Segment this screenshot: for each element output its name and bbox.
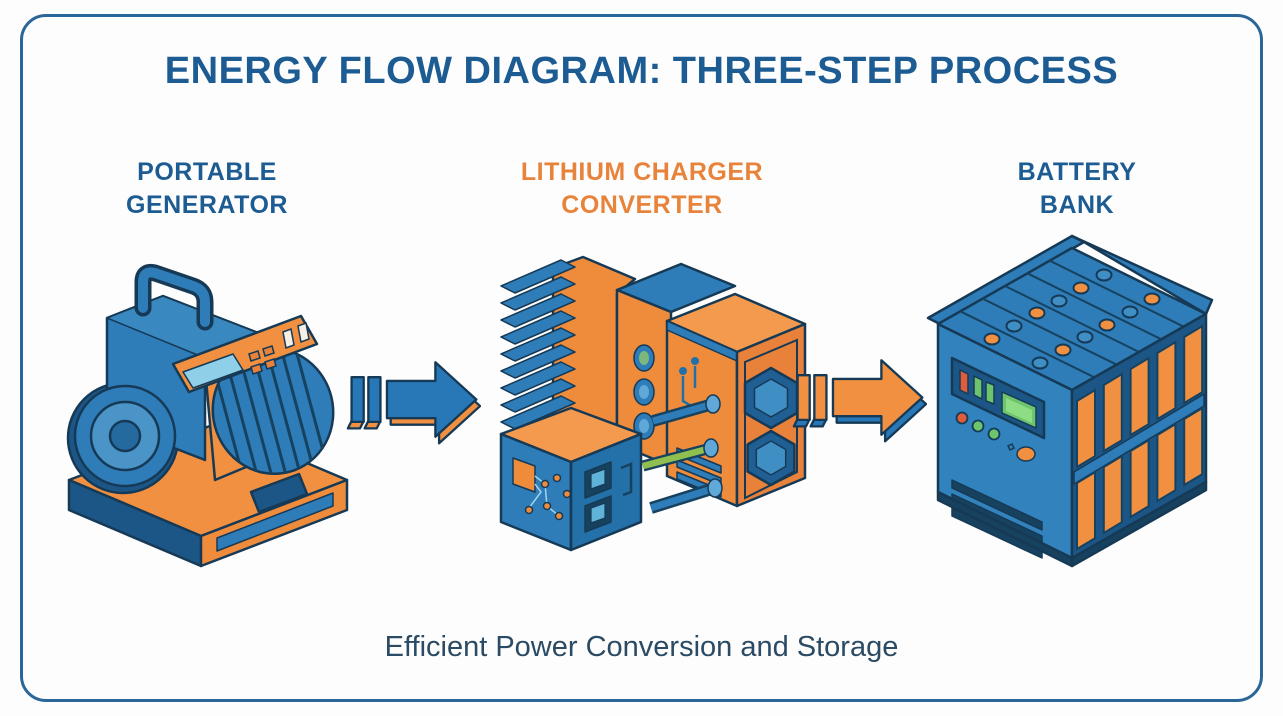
label-portable-generator: PORTABLE GENERATOR bbox=[47, 156, 367, 222]
label-line: LITHIUM CHARGER bbox=[520, 158, 764, 186]
converter-board-pad bbox=[512, 457, 536, 493]
generator-flywheel bbox=[73, 384, 177, 488]
portable-generator-illustration bbox=[66, 263, 349, 568]
converter-hex-socket-bottom bbox=[746, 429, 796, 487]
battery-status-lights bbox=[955, 411, 1001, 441]
lithium-charger-converter-illustration bbox=[499, 255, 807, 552]
label-lithium-charger-converter: LITHIUM CHARGER CONVERTER bbox=[482, 156, 802, 222]
caption: Efficient Power Conversion and Storage bbox=[384, 631, 899, 663]
label-line: GENERATOR bbox=[126, 191, 288, 219]
converter-circuit-board-cube bbox=[499, 406, 643, 552]
converter-board-ports bbox=[584, 461, 633, 533]
generator-screen bbox=[182, 353, 244, 389]
converter-ports bbox=[633, 344, 655, 440]
label-line: BATTERY bbox=[1017, 158, 1137, 186]
converter-main-box bbox=[665, 292, 807, 508]
battery-terminals bbox=[983, 268, 1161, 370]
battery-knob bbox=[1016, 446, 1036, 462]
label-battery-bank: BATTERY BANK bbox=[917, 156, 1237, 222]
generator-buttons bbox=[248, 345, 277, 375]
label-line: BANK bbox=[1039, 191, 1115, 219]
battery-cells bbox=[1076, 324, 1204, 551]
flow-arrow-converter-to-battery-icon bbox=[792, 359, 927, 443]
generator-foot bbox=[249, 472, 309, 514]
battery-cell-rack bbox=[1070, 312, 1208, 560]
battery-front-panel bbox=[936, 322, 1074, 560]
flow-arrow-generator-to-converter-icon bbox=[346, 361, 481, 445]
converter-cables bbox=[641, 394, 723, 514]
label-line: PORTABLE bbox=[137, 158, 277, 186]
generator-outlets bbox=[282, 321, 310, 350]
generator-control-panel bbox=[171, 314, 319, 394]
battery-bank-illustration bbox=[926, 234, 1214, 568]
converter-board-dots bbox=[524, 473, 572, 521]
diagram-title: ENERGY FLOW DIAGRAM: THREE-STEP PROCESS bbox=[164, 50, 1119, 92]
label-line: CONVERTER bbox=[561, 191, 723, 219]
